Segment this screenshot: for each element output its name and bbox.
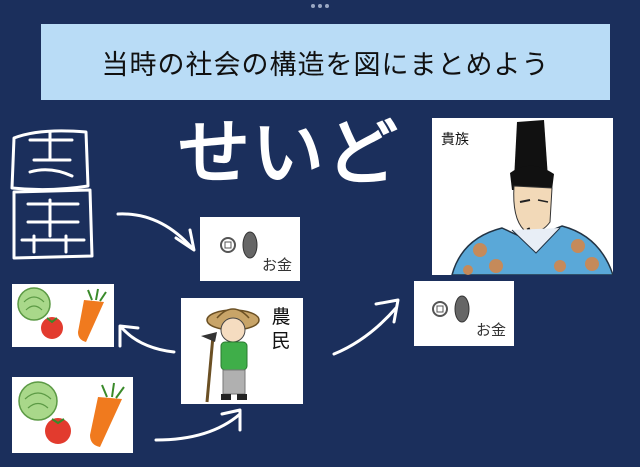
arrow-icon	[120, 326, 176, 354]
noble-label: 貴族	[441, 132, 469, 148]
arrow-icon	[154, 412, 242, 442]
noble-card[interactable]: 貴族	[432, 118, 613, 275]
arrow-icon	[118, 324, 140, 348]
slide-title: 当時の社会の構造を図にまとめよう	[101, 49, 550, 81]
arrow-icon	[174, 228, 196, 252]
arrow-icon	[220, 408, 242, 432]
coin-icon	[432, 295, 470, 323]
money-card-2[interactable]: お金	[414, 281, 514, 346]
noble-illustration	[451, 120, 613, 275]
money-card-1[interactable]: お金	[200, 217, 300, 281]
window-handle-dots[interactable]	[311, 3, 329, 9]
handwritten-text: せいど	[178, 111, 401, 195]
vegetables-icon	[18, 381, 125, 447]
vegetables-card-2[interactable]	[12, 377, 133, 453]
coin-icon	[220, 231, 258, 259]
arrow-icon	[332, 306, 398, 356]
farmer-card[interactable]: 農民	[181, 298, 303, 404]
money-label: お金	[475, 321, 506, 339]
scribble-drawing	[10, 129, 94, 260]
money-label: お金	[261, 256, 292, 274]
farmer-illustration	[201, 308, 260, 403]
vegetables-icon	[17, 287, 107, 342]
farmer-label: 農民	[271, 306, 291, 352]
title-box: 当時の社会の構造を図にまとめよう	[41, 24, 610, 100]
arrow-icon	[374, 298, 400, 324]
arrow-icon	[116, 212, 194, 250]
vegetables-card-1[interactable]	[12, 284, 114, 347]
